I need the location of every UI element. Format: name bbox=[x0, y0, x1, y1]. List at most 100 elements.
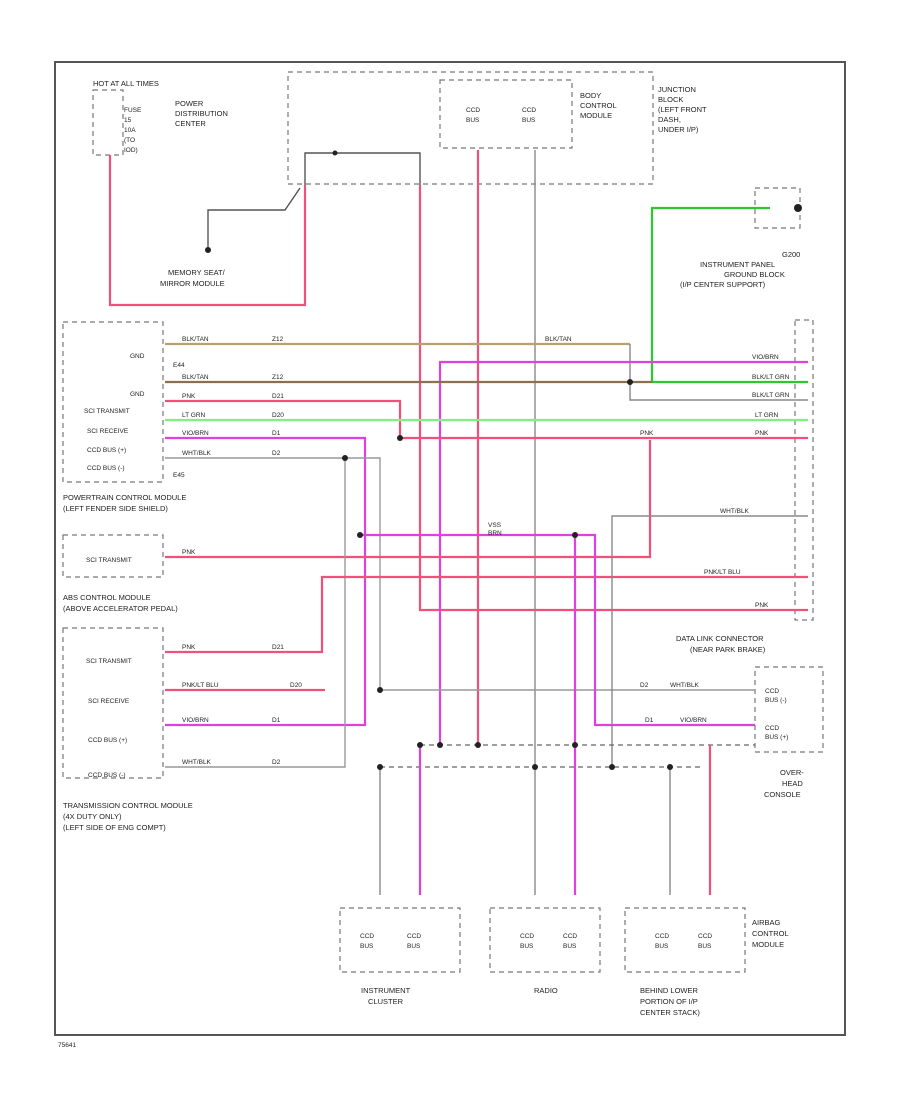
ic-label-1: INSTRUMENT bbox=[361, 986, 411, 995]
wire-label-blk-tan: BLK/TAN bbox=[182, 336, 209, 343]
radio-ccd-2: CCD bbox=[563, 933, 577, 940]
splice-dot bbox=[667, 764, 673, 770]
wire-circuit-d21-2: D21 bbox=[272, 644, 284, 651]
wire-circuit-d2-3: D2 bbox=[640, 682, 649, 689]
wire-circuit-z12-2: Z12 bbox=[272, 374, 284, 381]
junction-block-label-1: JUNCTION bbox=[658, 85, 696, 94]
fuse-box bbox=[92, 89, 124, 156]
splice-dot bbox=[532, 764, 538, 770]
pdc-label-1: POWER bbox=[175, 99, 204, 108]
instrument-cluster-box bbox=[339, 907, 461, 973]
junction-block-label-4: DASH, bbox=[658, 115, 681, 124]
tcm-label-1: TRANSMISSION CONTROL MODULE bbox=[63, 801, 193, 810]
fuse-note-1: (TO bbox=[124, 137, 135, 144]
diagram-frame bbox=[54, 61, 846, 1036]
behind-label-3: CENTER STACK) bbox=[640, 1008, 700, 1017]
powertrain-control-module-box bbox=[62, 321, 164, 483]
junction-block-label-2: BLOCK bbox=[658, 95, 683, 104]
bcm-bus-a: BUS bbox=[466, 117, 480, 124]
abs-label-1: ABS CONTROL MODULE bbox=[63, 593, 151, 602]
dlc-bus-1: BUS (-) bbox=[765, 697, 787, 704]
wire-label-vio-brn-top: VIO/BRN bbox=[752, 354, 779, 361]
wire-label-pnk-abs: PNK bbox=[182, 549, 196, 556]
radio-label: RADIO bbox=[534, 986, 558, 995]
wire-label-blk-grn: BLK/LT GRN bbox=[752, 374, 790, 381]
connector-e44: E44 bbox=[173, 362, 185, 369]
ab-ccd-2: CCD bbox=[698, 933, 712, 940]
wire-label-blk-tan-3: BLK/TAN bbox=[182, 374, 209, 381]
wire-memory-seat bbox=[207, 187, 301, 250]
pcm-ccd-plus: CCD BUS (+) bbox=[87, 447, 126, 454]
splice-dot bbox=[794, 204, 802, 212]
pdc-label-2: DISTRIBUTION bbox=[175, 109, 228, 118]
splice-dot bbox=[357, 532, 363, 538]
wire-magenta-vss bbox=[360, 533, 755, 727]
behind-label-1: BEHIND LOWER bbox=[640, 986, 699, 995]
wire-label-wht-blk-2: WHT/BLK bbox=[720, 508, 750, 515]
pdc-label-3: CENTER bbox=[175, 119, 206, 128]
wire-label-pnk-blu: PNK/LT BLU bbox=[704, 569, 741, 576]
dlc-label-2: (NEAR PARK BRAKE) bbox=[690, 645, 766, 654]
airbag-label-3: MODULE bbox=[752, 940, 784, 949]
dlc-label-1: DATA LINK CONNECTOR bbox=[676, 634, 764, 643]
splice-dot bbox=[417, 742, 423, 748]
fuse-label: FUSE bbox=[124, 107, 142, 114]
ab-ccd-1: CCD bbox=[655, 933, 669, 940]
wire-pink-abs bbox=[165, 440, 652, 559]
junction-block-label-5: UNDER I/P) bbox=[658, 125, 699, 134]
wire-circuit-d1: D1 bbox=[272, 430, 281, 437]
tcm-label-3: (LEFT SIDE OF ENG COMPT) bbox=[63, 823, 166, 832]
ic-label-2: CLUSTER bbox=[368, 997, 404, 1006]
wire-circuit-d1-3: D1 bbox=[645, 717, 654, 724]
wire-circuit-d20-2: D20 bbox=[290, 682, 302, 689]
bcm-bus-b: BUS bbox=[522, 117, 536, 124]
bcm-label-3: MODULE bbox=[580, 111, 612, 120]
wire-label-pnk-3: PNK bbox=[755, 430, 769, 437]
wire-pdc-jumper bbox=[304, 152, 421, 185]
splice-dot bbox=[609, 764, 615, 770]
wire-label-wht-blk-tcm: WHT/BLK bbox=[182, 759, 212, 766]
wire-green-ground bbox=[650, 206, 808, 384]
splice-dot bbox=[332, 150, 338, 156]
overhead-label-3: CONSOLE bbox=[764, 790, 801, 799]
wire-label-pnk-end: PNK bbox=[755, 602, 769, 609]
wire-pink-tcm bbox=[165, 575, 808, 654]
connector-e45: E45 bbox=[173, 472, 185, 479]
dlc-ccd-2: CCD bbox=[765, 725, 779, 732]
wire-label-vss-brn: BRN bbox=[488, 530, 502, 537]
wire-label-vio-brn-tcm: VIO/BRN bbox=[182, 717, 209, 724]
pcm-gnd-2: GND bbox=[130, 391, 145, 398]
splice-dot bbox=[205, 247, 211, 253]
wire-magenta-pcm bbox=[165, 436, 367, 727]
wire-white-tcm bbox=[165, 458, 346, 768]
wire-circuit-d21: D21 bbox=[272, 393, 284, 400]
overhead-label-2: HEAD bbox=[782, 779, 803, 788]
power-distribution-center-box bbox=[287, 71, 654, 185]
pcm-ccd-minus: CCD BUS (-) bbox=[87, 465, 125, 472]
tcm-sci-transmit: SCI TRANSMIT bbox=[86, 658, 132, 665]
bcm-ccd-b: CCD bbox=[522, 107, 536, 114]
splice-dot bbox=[377, 764, 383, 770]
ground-label-1: G200 bbox=[782, 250, 800, 259]
ic-bus-2: BUS bbox=[407, 943, 421, 950]
connector-stub-box bbox=[794, 319, 814, 621]
pcm-gnd-1: GND bbox=[130, 353, 145, 360]
ab-bus-1: BUS bbox=[655, 943, 669, 950]
wire-gray-516 bbox=[611, 515, 808, 767]
data-link-connector-box bbox=[754, 666, 824, 753]
splice-dot bbox=[572, 532, 578, 538]
pcm-label-2: (LEFT FENDER SIDE SHIELD) bbox=[63, 504, 168, 513]
ground-label-2: INSTRUMENT PANEL bbox=[700, 260, 775, 269]
wire-white-pcm bbox=[165, 457, 755, 691]
splice-dot bbox=[437, 742, 443, 748]
pcm-label-1: POWERTRAIN CONTROL MODULE bbox=[63, 493, 186, 502]
wire-label-pnk-2: PNK bbox=[640, 430, 654, 437]
splice-dot bbox=[342, 455, 348, 461]
hot-at-all-times-label: HOT AT ALL TIMES bbox=[93, 79, 159, 88]
ab-bus-2: BUS bbox=[698, 943, 712, 950]
wire-label-vio-brn-dlc: VIO/BRN bbox=[680, 717, 707, 724]
wire-circuit-d2-2: D2 bbox=[272, 759, 281, 766]
ic-bus-1: BUS bbox=[360, 943, 374, 950]
abs-sci-transmit: SCI TRANSMIT bbox=[86, 557, 132, 564]
